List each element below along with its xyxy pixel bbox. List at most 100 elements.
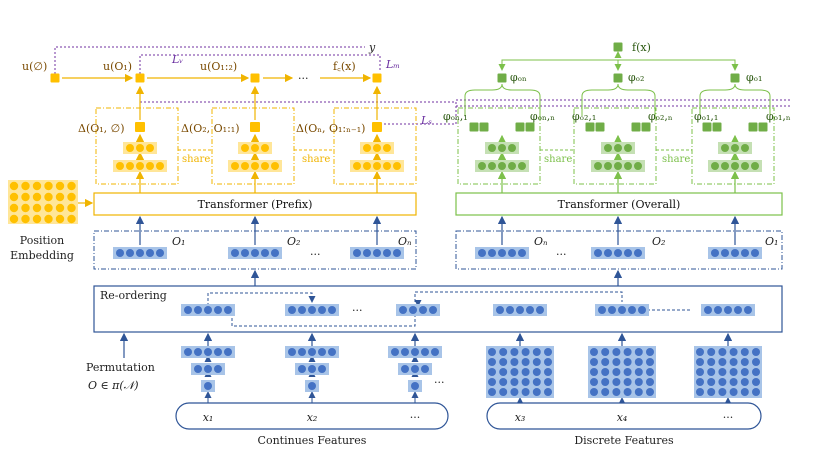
- position-embedding-dot: [32, 181, 42, 191]
- delta-node: [372, 122, 382, 132]
- discrete-grid-dot: [499, 358, 508, 366]
- green-mid-row-dot: [721, 144, 729, 152]
- phi-leaf: [595, 122, 605, 132]
- phi-o2-label: φₒ₂: [628, 71, 644, 84]
- reordering-label: Re-ordering: [100, 289, 167, 302]
- discrete-grid-dot: [646, 378, 654, 386]
- discrete-grid-dot: [740, 348, 749, 356]
- yellow-base-row-dot: [261, 162, 269, 170]
- reorder-row-dot: [224, 306, 232, 314]
- lm-label: Lₘ: [385, 58, 400, 71]
- discrete-grid-dot: [510, 378, 519, 386]
- phi-on-label: φₒₙ: [510, 71, 527, 84]
- cont-row-mid-dot: [318, 365, 326, 373]
- discrete-grid-dot: [510, 368, 519, 376]
- discrete-grid-dot: [718, 378, 727, 386]
- share-label-g1: share: [544, 154, 572, 165]
- discrete-grid-dot: [752, 378, 760, 386]
- discrete-grid-dot: [696, 348, 704, 356]
- u-node: [135, 73, 145, 83]
- discrete-grid-dot: [488, 388, 496, 396]
- transformer-overall-box: [455, 192, 783, 216]
- reorder-row-dot: [214, 306, 222, 314]
- cont-row-mid-dot: [298, 365, 306, 373]
- cont-node-dot: [411, 382, 419, 390]
- phi-node: [730, 73, 740, 83]
- discrete-grid-dot: [696, 368, 704, 376]
- discrete-grid-dot: [590, 388, 598, 396]
- discrete-grid-dot: [646, 348, 654, 356]
- discrete-grid-dot: [601, 378, 610, 386]
- discrete-grid-dot: [623, 378, 632, 386]
- position-embedding-dot: [44, 203, 53, 213]
- phi-o1n-label: φₒ₁,ₙ: [766, 110, 791, 123]
- cont-row-top-dot: [194, 348, 202, 356]
- yellow-mid-row-dot: [251, 144, 259, 152]
- position-embedding-dot: [32, 203, 42, 213]
- reorder-row-dot: [308, 306, 316, 314]
- position-label: Position: [20, 234, 64, 247]
- cont-row-top-dot: [204, 348, 212, 356]
- seq-right-on: Oₙ: [534, 235, 547, 248]
- phi-o1-label: φₒ₁: [746, 71, 762, 84]
- discrete-grid-dot: [740, 358, 749, 366]
- phi-o2n-label: φₒ₂,ₙ: [648, 110, 673, 123]
- green-base-row-dot: [498, 162, 506, 170]
- reorder-row-dot: [429, 306, 437, 314]
- u-node: [250, 73, 260, 83]
- seq-left-dots: ···: [310, 248, 321, 261]
- fc-label: f꜀(x): [333, 60, 356, 73]
- yellow-mid-row-dot: [241, 144, 249, 152]
- cont-row-top-dot: [328, 348, 336, 356]
- sequence-row-dot: [261, 249, 269, 257]
- cont-row-top-dot: [411, 348, 419, 356]
- discrete-grid-dot: [488, 378, 496, 386]
- delta-1-label: Δ(O₁, ∅): [78, 122, 125, 135]
- ls-label: Lₛ: [420, 114, 432, 127]
- green-mid-row-dot: [741, 144, 749, 152]
- permutation-formula: O ∈ π(𝒩): [88, 379, 139, 392]
- share-label-y2: share: [302, 154, 330, 165]
- yellow-base-row-dot: [373, 162, 381, 170]
- discrete-grid-dot: [612, 358, 621, 366]
- reorder-row-dot: [724, 306, 732, 314]
- sequence-row-dot: [634, 249, 642, 257]
- discrete-grid-dot: [718, 368, 727, 376]
- u-node: [372, 73, 382, 83]
- cont-row-mid-dot: [411, 365, 419, 373]
- cont-row-top-dot: [184, 348, 192, 356]
- sequence-row-dot: [614, 249, 622, 257]
- embedding-label: Embedding: [10, 249, 74, 262]
- position-embedding-dot: [55, 181, 65, 191]
- position-embedding-dot: [67, 192, 76, 202]
- phi-node: [497, 73, 507, 83]
- feature-right-dots: ···: [723, 411, 734, 424]
- cont-row-mid-dot: [204, 365, 212, 373]
- sequence-row-dot: [488, 249, 496, 257]
- yellow-base-row-dot: [116, 162, 124, 170]
- discrete-grid-dot: [707, 358, 716, 366]
- discrete-features-label: Discrete Features: [574, 434, 674, 447]
- discrete-grid-dot: [532, 348, 541, 356]
- green-base-row-dot: [711, 162, 719, 170]
- discrete-grid-dot: [696, 358, 704, 366]
- yellow-mid-row-dot: [146, 144, 154, 152]
- position-embedding-dot: [9, 214, 19, 224]
- sequence-row-dot: [508, 249, 516, 257]
- discrete-grid-dot: [590, 368, 598, 376]
- reorder-row-dot: [618, 306, 626, 314]
- discrete-grid-dot: [707, 378, 716, 386]
- position-embedding-dot: [67, 214, 76, 224]
- discrete-grid-dot: [740, 388, 749, 396]
- sequence-row-dot: [393, 249, 401, 257]
- discrete-grid-dot: [707, 368, 716, 376]
- fx-node: [613, 42, 623, 52]
- seq-right-dots: ···: [556, 248, 567, 261]
- feature-x4: x₄: [617, 411, 628, 424]
- discrete-grid-dot: [612, 378, 621, 386]
- phi-leaf: [525, 122, 535, 132]
- green-mid-row-dot: [624, 144, 632, 152]
- discrete-grid-dot: [612, 368, 621, 376]
- discrete-grid-dot: [752, 358, 760, 366]
- discrete-grid-dot: [510, 358, 519, 366]
